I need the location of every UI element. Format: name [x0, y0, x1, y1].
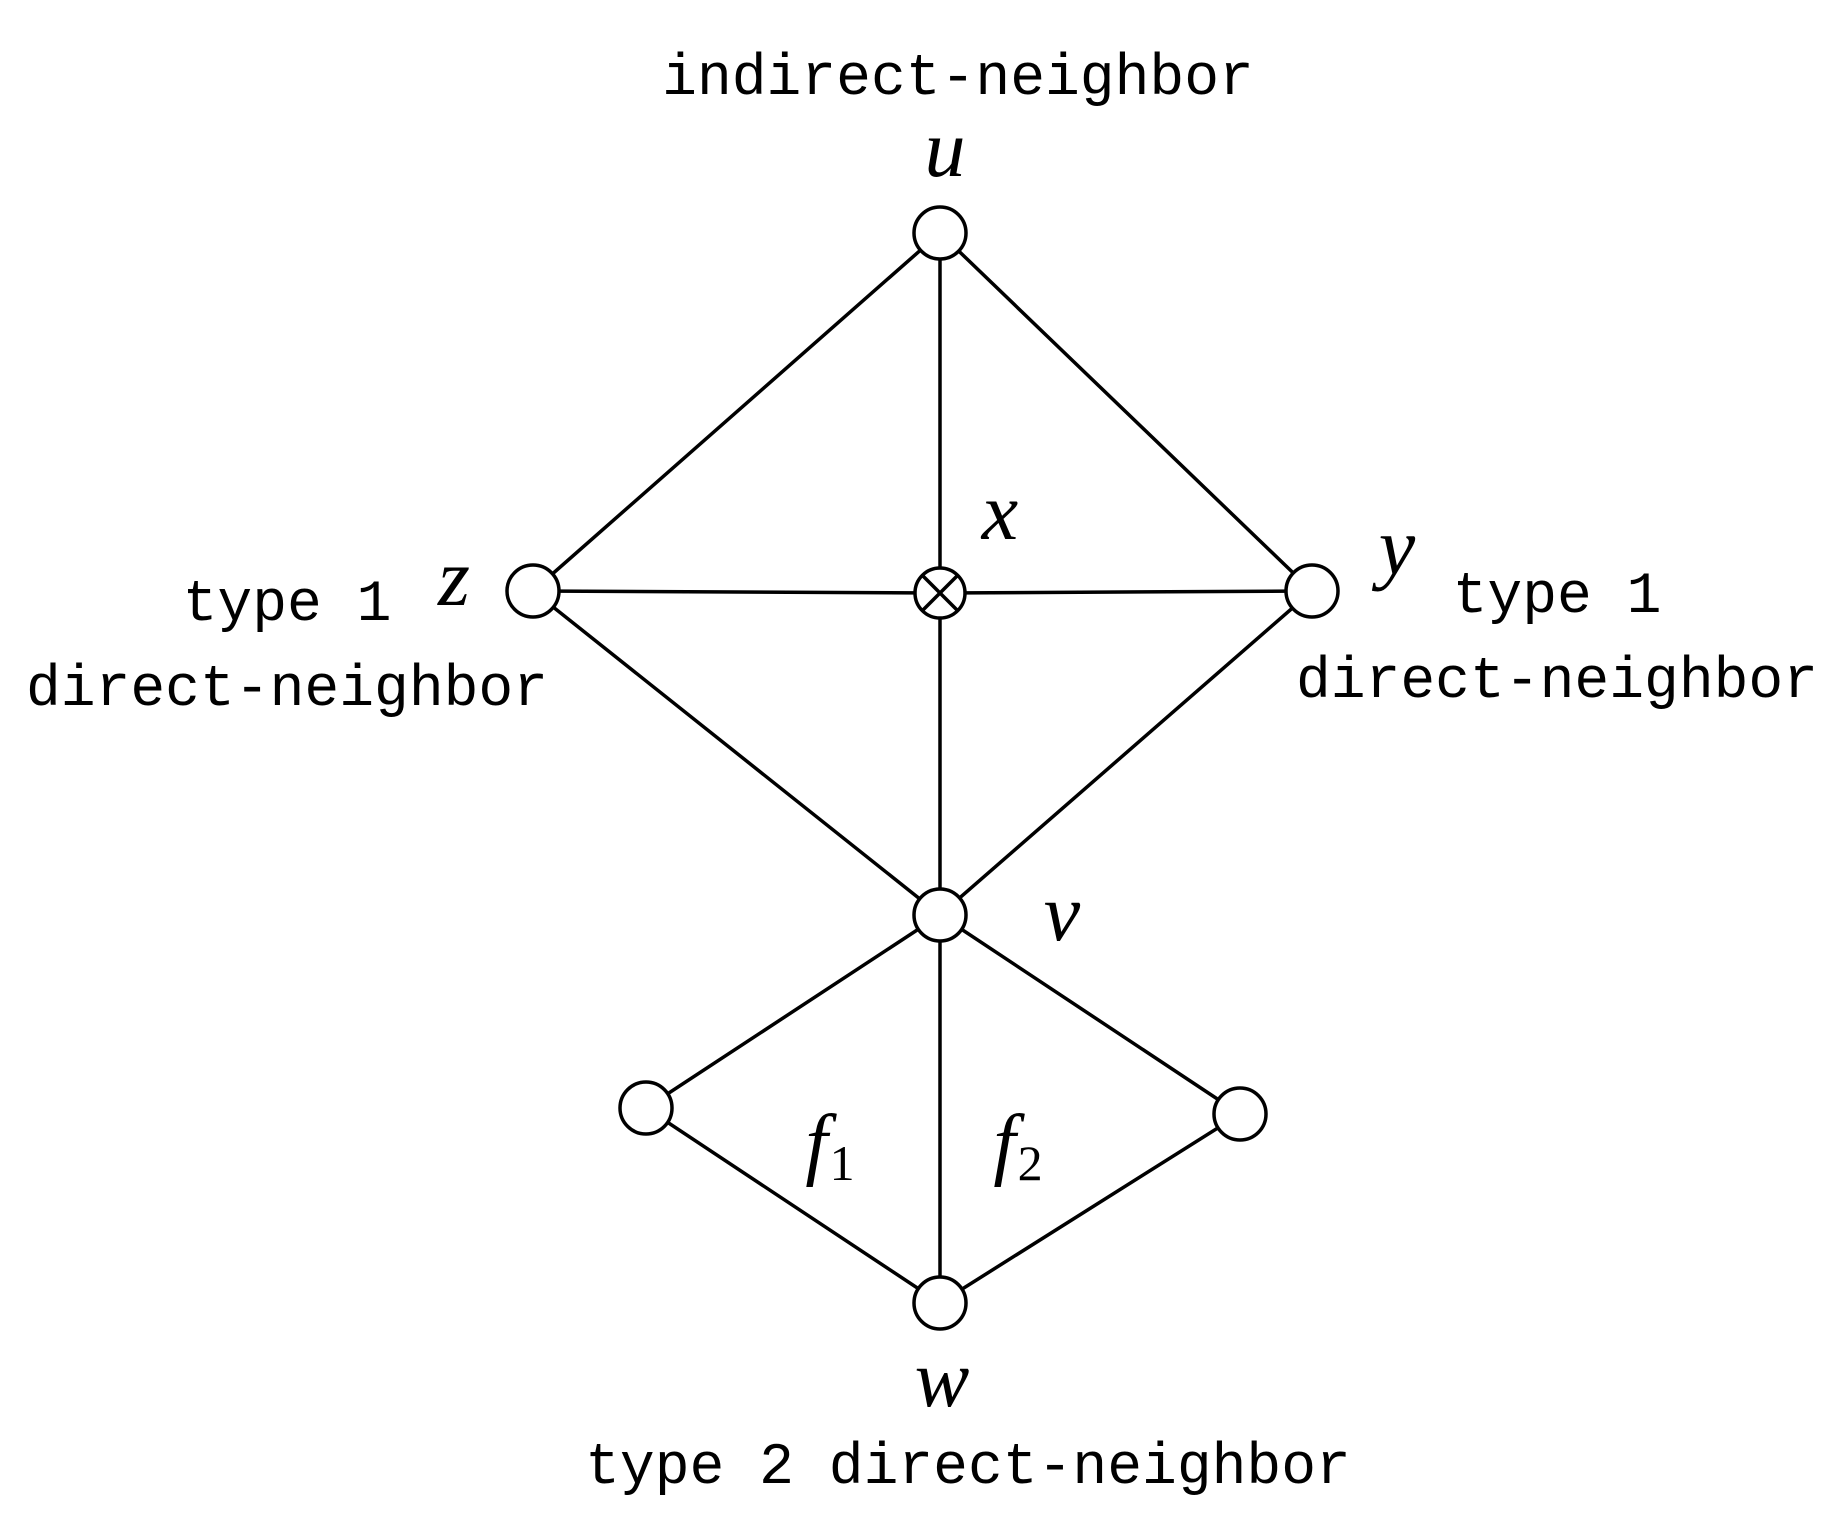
edge-left-w [644, 1106, 942, 1305]
desc-z-line2: direct-neighbor [26, 658, 548, 723]
desc-bottom: type 2 direct-neighbor [585, 1436, 1351, 1501]
node-right [1212, 1086, 1268, 1142]
nodes [505, 205, 1340, 1331]
face-f2-subscript: 2 [1018, 1135, 1043, 1191]
edge-v-right [938, 913, 1242, 1116]
face-label-f1: f1 [805, 1100, 854, 1191]
face-f1-subscript: 1 [830, 1135, 855, 1191]
face-label-f2: f2 [993, 1100, 1042, 1191]
desc-z-line1: type 1 [183, 573, 392, 638]
node-x-crossed [913, 566, 967, 620]
label-u: u [925, 103, 966, 194]
label-v: v [1044, 867, 1081, 958]
edge-x-y [938, 589, 1314, 595]
node-w [912, 1275, 968, 1331]
edge-right-w [938, 1112, 1242, 1305]
edges [531, 231, 1314, 1305]
label-x: x [981, 466, 1018, 557]
face-labels: f1 f2 [805, 1100, 1042, 1191]
edge-y-v [938, 589, 1314, 917]
cross-mark-2 [920, 573, 960, 613]
edge-u-z [531, 231, 942, 593]
edge-z-v [531, 589, 942, 917]
node-left [618, 1080, 674, 1136]
vertex-labels: u x z y v w [437, 103, 1416, 1424]
label-z: z [437, 532, 470, 623]
node-v [912, 887, 968, 943]
node-u [912, 205, 968, 261]
label-w: w [915, 1333, 970, 1424]
edge-z-x [531, 589, 942, 595]
desc-top: indirect-neighbor [662, 47, 1254, 112]
node-z [505, 563, 561, 619]
descriptions: indirect-neighbor type 1 direct-neighbor… [26, 47, 1818, 1501]
edge-v-left [644, 913, 942, 1110]
desc-y-line1: type 1 [1453, 565, 1662, 630]
label-y: y [1372, 501, 1416, 592]
desc-y-line2: direct-neighbor [1296, 650, 1818, 715]
edge-u-y [938, 231, 1314, 593]
node-y [1284, 563, 1340, 619]
